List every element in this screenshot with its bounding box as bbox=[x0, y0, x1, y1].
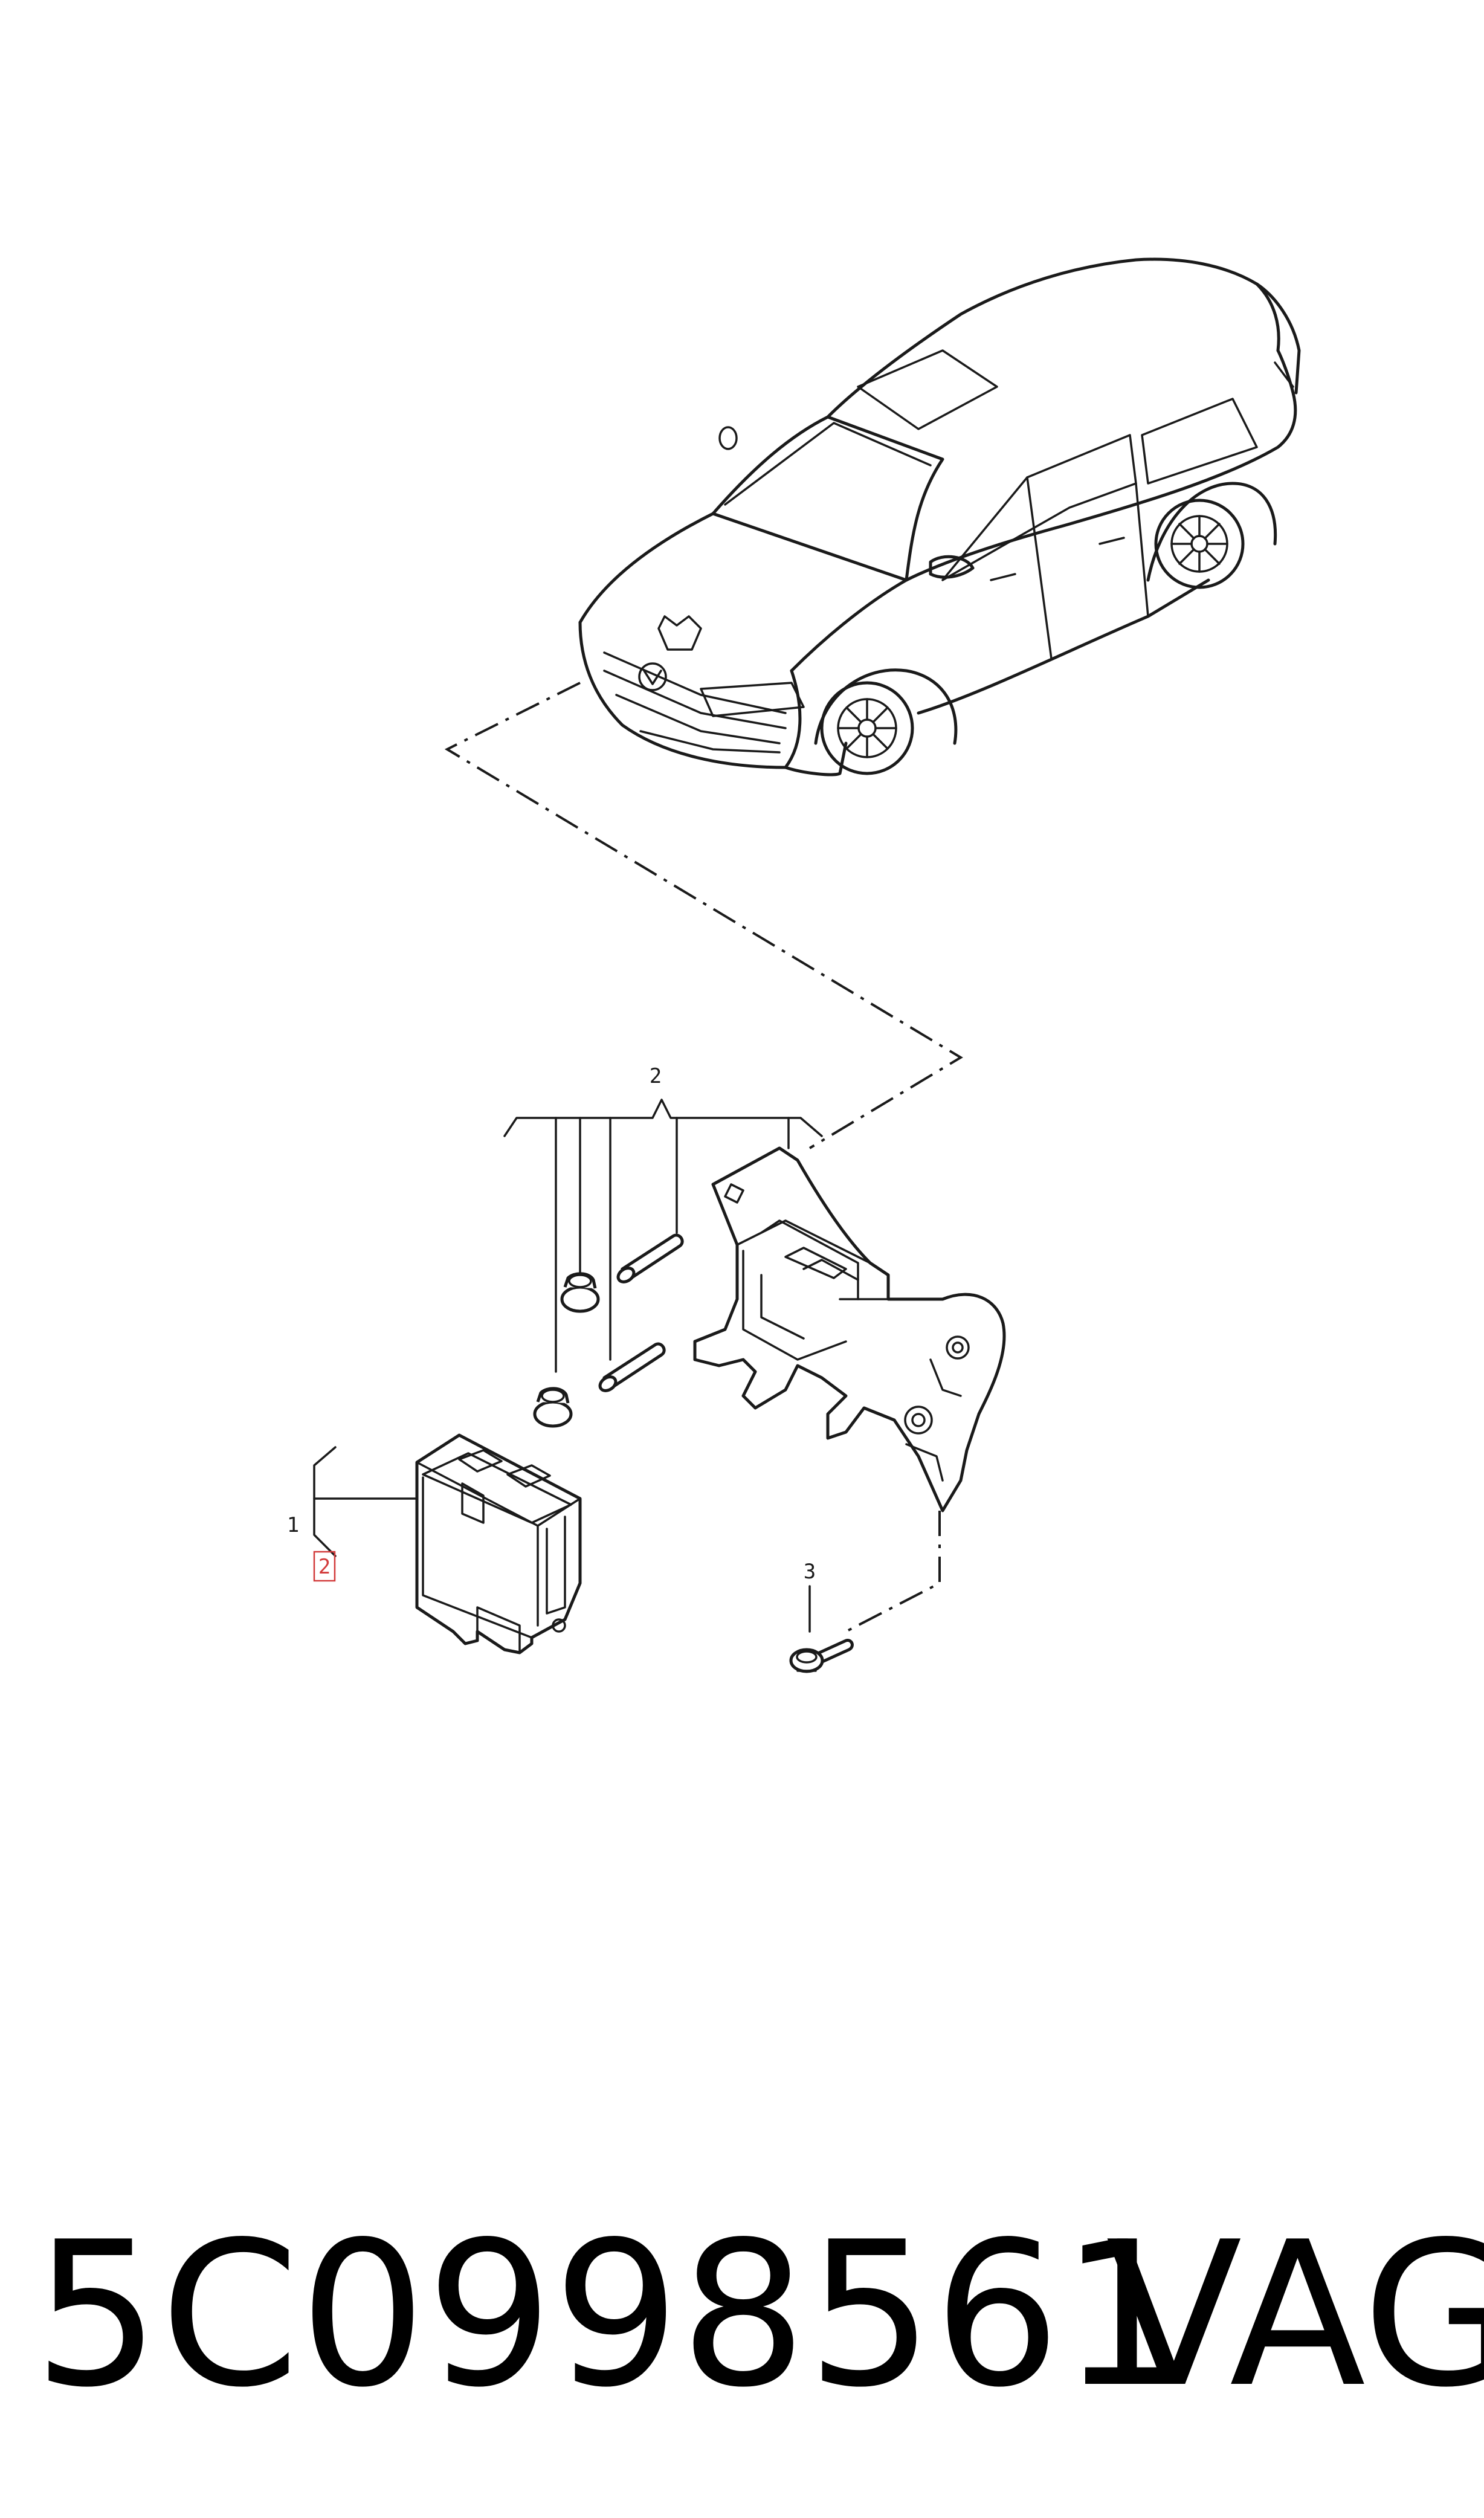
car-illustration bbox=[578, 257, 1301, 776]
brand-label: VAG bbox=[1106, 2199, 1484, 2431]
pin-lower bbox=[598, 1342, 666, 1392]
grommet-upper bbox=[560, 1272, 600, 1313]
callout-3: 3 bbox=[804, 1560, 816, 1584]
callout-group-1: 1 2 bbox=[287, 1446, 418, 1582]
leader-line-car bbox=[444, 682, 963, 1149]
screw bbox=[789, 1639, 854, 1673]
grommet-lower bbox=[533, 1387, 573, 1428]
callout-ref-box bbox=[313, 1551, 336, 1582]
pin-upper bbox=[616, 1233, 684, 1283]
callout-ref-2: 2 bbox=[318, 1555, 331, 1579]
bracket bbox=[693, 1146, 1006, 1512]
callout-1: 1 bbox=[287, 1513, 299, 1537]
part-number: 5C0998561 bbox=[33, 2199, 1187, 2431]
callout-group-2: 2 bbox=[503, 1064, 823, 1373]
callout-2: 2 bbox=[650, 1064, 662, 1088]
control-unit bbox=[415, 1433, 582, 1654]
leader-line-screw bbox=[845, 1511, 941, 1633]
